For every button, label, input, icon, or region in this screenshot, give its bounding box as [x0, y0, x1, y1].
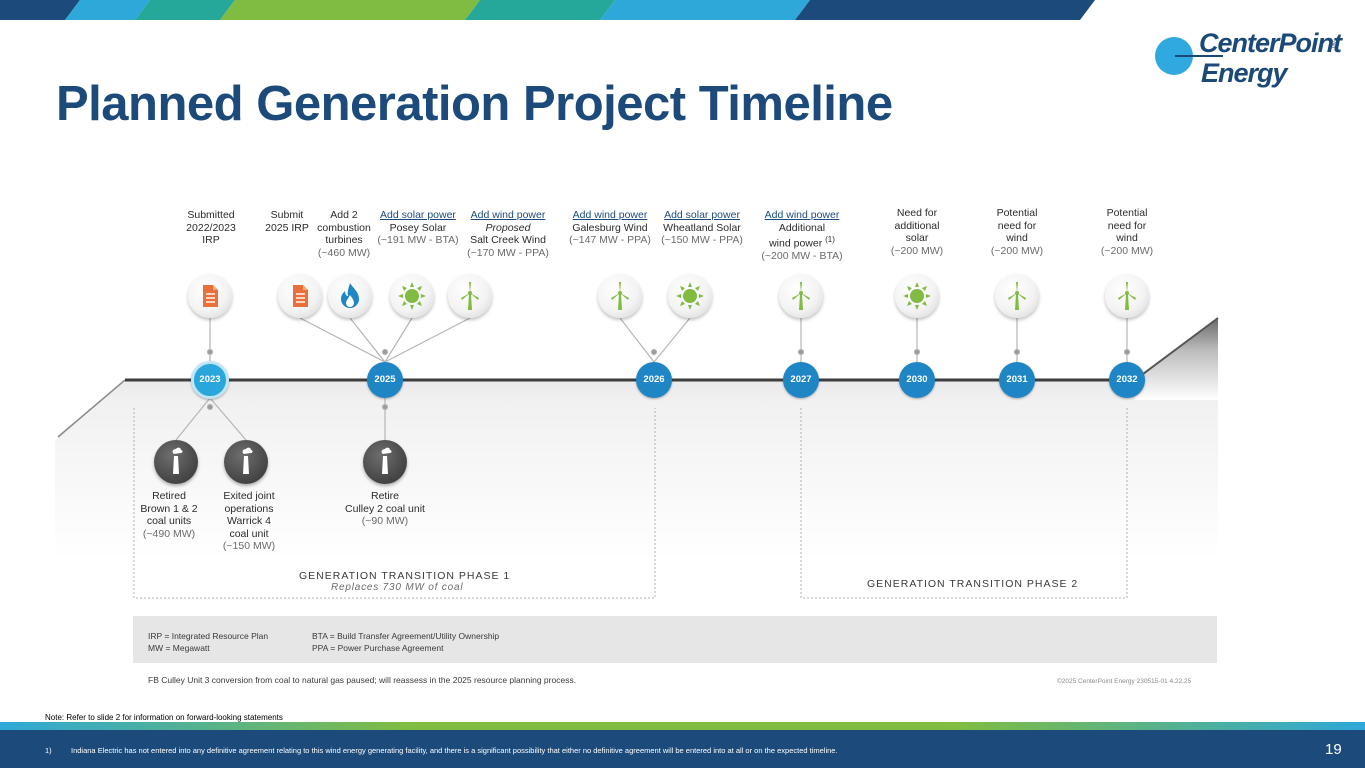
footnote-text: Indiana Electric has not entered into an…: [71, 746, 838, 755]
legend-irp: IRP = Integrated Resource Plan: [148, 631, 269, 641]
label-posey-solar: Add solar power Posey Solar (~191 MW - B…: [377, 209, 459, 246]
document-icon: [278, 274, 322, 318]
wind-turbine-icon: [598, 274, 642, 318]
legend-box: IRP = Integrated Resource Plan MW = Mega…: [133, 616, 1217, 663]
label-salt-creek-wind: Add wind power Proposed Salt Creek Wind …: [467, 209, 549, 259]
label-culley-2: Retire Culley 2 coal unit (~90 MW): [345, 490, 425, 527]
phase1-subtitle: Replaces 730 MW of coal: [331, 582, 464, 593]
coal-plant-icon: [224, 440, 268, 484]
label-additional-wind: Add wind power Additional wind power (1)…: [761, 209, 843, 262]
centerpoint-logo: CenterPoint Energy ®: [1155, 28, 1345, 92]
timeline-ribbon: [55, 318, 1218, 560]
year-node-2026: 2026: [636, 362, 672, 398]
label-warrick-4: Exited joint operations Warrick 4 coal u…: [222, 490, 276, 552]
document-icon: [188, 274, 232, 318]
year-node-2030: 2030: [899, 362, 935, 398]
year-node-2031: 2031: [999, 362, 1035, 398]
wind-turbine-icon: [448, 274, 492, 318]
label-submit-2025-irp: Submit 2025 IRP: [265, 209, 309, 234]
phase1-title: GENERATION TRANSITION PHASE 1: [299, 570, 511, 582]
flame-icon: [328, 274, 372, 318]
wind-turbine-icon: [995, 274, 1039, 318]
year-node-2025: 2025: [367, 362, 403, 398]
timeline-ramp: [1135, 318, 1218, 400]
footer-color-band: [0, 722, 1365, 730]
year-node-2027: 2027: [783, 362, 819, 398]
legend-mw: MW = Megawatt: [148, 643, 210, 653]
sun-icon: [895, 274, 939, 318]
page-number: 19: [1325, 741, 1342, 758]
year-node-2023: 2023: [191, 361, 229, 399]
label-potential-wind-2032: Potential need for wind (~200 MW): [1100, 207, 1154, 257]
label-wheatland-solar: Add solar power Wheatland Solar (~150 MW…: [661, 209, 743, 246]
label-retired-brown: Retired Brown 1 & 2 coal units (~490 MW): [140, 490, 198, 540]
footer-bar: [0, 730, 1365, 768]
copyright: ©2025 CenterPoint Energy 230515-01 4.22.…: [1057, 678, 1192, 685]
label-need-solar: Need for additional solar (~200 MW): [890, 207, 944, 257]
page-title: Planned Generation Project Timeline: [56, 77, 893, 131]
legend-bta: BTA = Build Transfer Agreement/Utility O…: [312, 631, 500, 641]
coal-plant-icon: [154, 440, 198, 484]
phase2-title: GENERATION TRANSITION PHASE 2: [867, 578, 1079, 590]
sun-icon: [668, 274, 712, 318]
coal-plant-icon: [363, 440, 407, 484]
forward-looking-note: Note: Refer to slide 2 for information o…: [45, 713, 283, 722]
logo-rule: [1175, 55, 1223, 57]
year-node-2032: 2032: [1109, 362, 1145, 398]
wind-turbine-icon: [1105, 274, 1149, 318]
phase2-box: [800, 408, 1128, 599]
logo-text-line1: CenterPoint: [1199, 28, 1342, 58]
culley-note: FB Culley Unit 3 conversion from coal to…: [148, 675, 577, 685]
sun-icon: [390, 274, 434, 318]
label-submitted-irp: Submitted 2022/2023 IRP: [186, 209, 236, 246]
label-combustion-turbines: Add 2 combustion turbines (~460 MW): [317, 209, 371, 259]
phase1-box: [133, 408, 656, 599]
logo-text-line2: Energy: [1201, 58, 1288, 88]
logo-registered-mark: ®: [1330, 40, 1337, 50]
wind-turbine-icon: [779, 274, 823, 318]
label-potential-wind-2031: Potential need for wind (~200 MW): [990, 207, 1044, 257]
footnote-number: 1): [45, 746, 52, 755]
legend-ppa: PPA = Power Purchase Agreement: [312, 643, 444, 653]
top-color-stripe: [0, 0, 1095, 20]
label-galesburg-wind: Add wind power Galesburg Wind (~147 MW -…: [569, 209, 651, 246]
